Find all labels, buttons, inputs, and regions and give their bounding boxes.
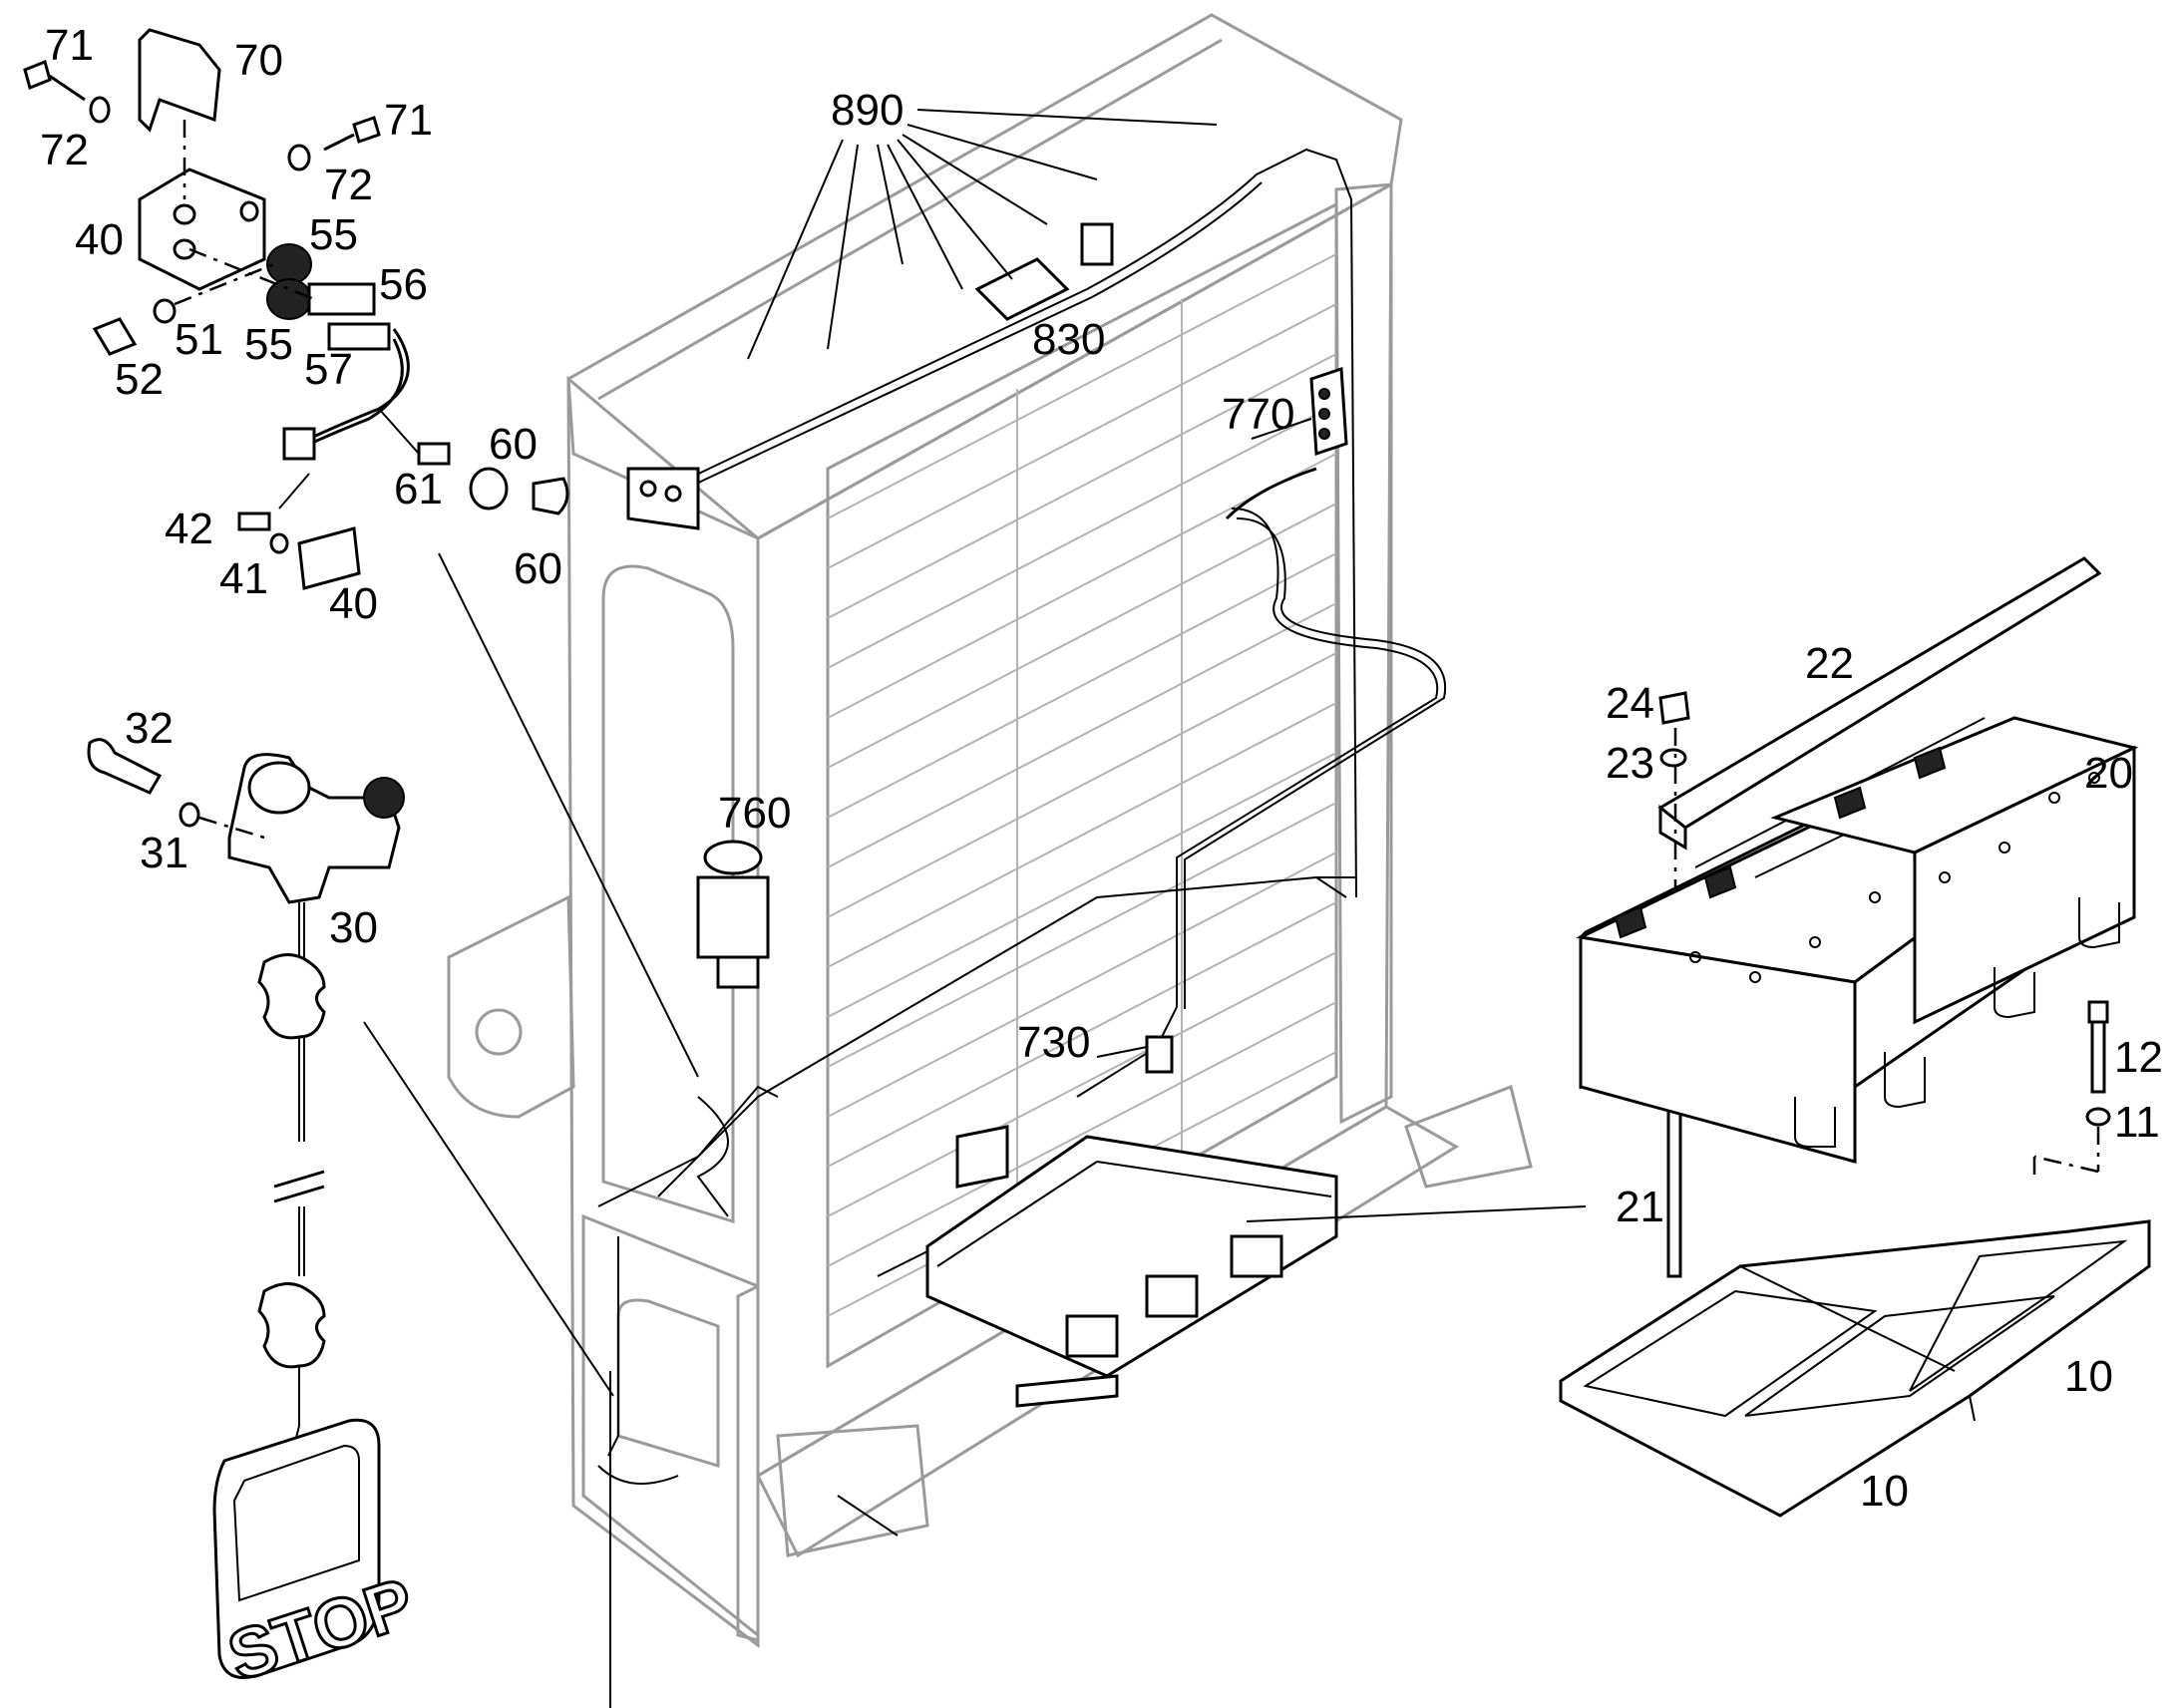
callout-10: 10 — [1860, 1467, 1909, 1516]
callout-71: 71 — [384, 96, 433, 145]
callout-12: 12 — [2114, 1033, 2163, 1082]
callout-41: 41 — [219, 554, 268, 603]
connector-block-770 — [1309, 366, 1348, 457]
callout-72: 72 — [324, 161, 373, 209]
switch-30 — [227, 753, 405, 904]
top-connector-box-830 — [974, 222, 1114, 321]
callout-730: 730 — [1017, 1018, 1090, 1067]
callout-830: 830 — [1032, 315, 1105, 364]
callout-55: 55 — [244, 320, 293, 369]
rail-22 — [1657, 556, 2102, 851]
callout-52: 52 — [115, 355, 164, 404]
callout-70: 70 — [234, 36, 283, 85]
callout-57: 57 — [304, 345, 353, 394]
washer-51-bolt-52 — [92, 298, 177, 356]
callout-40: 40 — [329, 579, 378, 628]
batteries-20 — [1576, 716, 2139, 1164]
callout-31: 31 — [140, 829, 188, 877]
lanyard-and-stop-sign — [212, 902, 381, 1679]
bolt-71a — [23, 59, 86, 102]
louver-panel — [826, 201, 1338, 1369]
washer-72a — [89, 96, 111, 124]
bracket-70 — [138, 28, 221, 133]
callout-71: 71 — [45, 21, 94, 70]
callout-32: 32 — [125, 704, 174, 753]
bolt-71b — [323, 116, 381, 152]
component-730 — [1145, 1035, 1174, 1074]
callout-23: 23 — [1606, 739, 1654, 788]
callout-42: 42 — [165, 505, 213, 553]
callout-60: 60 — [489, 420, 538, 469]
callout-11: 11 — [2114, 1098, 2160, 1147]
nut-24-washer-23 — [1658, 691, 1690, 768]
washer-72b — [287, 144, 311, 171]
callout-30: 30 — [329, 903, 378, 952]
callout-72: 72 — [40, 126, 89, 174]
callout-51: 51 — [175, 315, 223, 364]
rod-21 — [1666, 1095, 1682, 1278]
callouts: 71 70 72 71 72 40 55 56 55 51 52 57 60 6… — [40, 21, 2163, 1516]
mounting-plate-40 — [138, 168, 266, 291]
callout-40: 40 — [75, 215, 124, 264]
trays-10 — [1559, 1219, 2151, 1518]
bolt-12-washer-11 — [2085, 1000, 2111, 1127]
left-control-plate — [626, 467, 700, 530]
callout-24: 24 — [1606, 679, 1654, 728]
callout-61: 61 — [394, 465, 443, 513]
cable-glands-55 — [266, 243, 391, 351]
cabinet-batteries — [925, 1125, 1338, 1408]
bolt-32 — [87, 738, 163, 795]
washer-31 — [179, 802, 200, 828]
callout-60: 60 — [514, 544, 562, 593]
callout-21: 21 — [1616, 1183, 1664, 1231]
callout-56: 56 — [379, 260, 428, 309]
callout-890: 890 — [831, 86, 904, 135]
callout-10: 10 — [2064, 1352, 2113, 1401]
plate-40-41-42 — [237, 512, 361, 590]
callout-20: 20 — [2084, 749, 2133, 798]
clips-60 — [469, 467, 569, 515]
leaders-890 — [747, 109, 1218, 360]
callout-760: 760 — [718, 789, 791, 838]
bolt-61 — [417, 442, 451, 466]
callout-55: 55 — [309, 210, 358, 259]
callout-770: 770 — [1222, 390, 1294, 439]
relay-760 — [696, 840, 770, 989]
callout-22: 22 — [1805, 639, 1854, 688]
